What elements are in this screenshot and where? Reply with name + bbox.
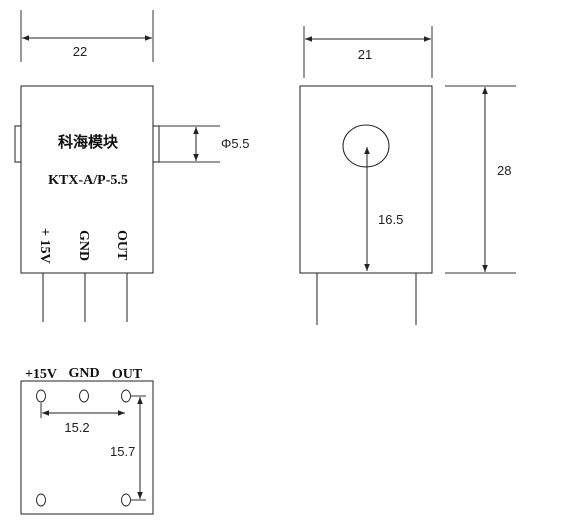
hole-center-label: 16.5	[378, 212, 403, 227]
front-width-label: 22	[73, 44, 87, 59]
side-width-label: 21	[358, 47, 372, 62]
side-view: 21 16.5 28	[299, 26, 516, 325]
side-hole-circle	[342, 124, 390, 168]
front-pin-label-15v: + 15V	[37, 228, 52, 264]
bottom-body-outline	[20, 380, 154, 515]
pin-spacing-label: 15.2	[64, 420, 89, 435]
bottom-pin-hole-15v	[36, 389, 46, 403]
bottom-view: +15V GND OUT 15.2 15.7	[20, 366, 154, 515]
bottom-pin-label-15v: +15V	[25, 367, 57, 382]
front-left-bracket	[14, 125, 22, 163]
front-pin-label-out: OUT	[114, 230, 129, 261]
model-label: KTX-A/P-5.5	[48, 173, 128, 188]
front-pin-label-gnd: GND	[76, 230, 91, 261]
side-height-label: 28	[497, 163, 511, 178]
bottom-pin-hole-gnd	[79, 389, 89, 403]
bottom-pin-hole-lower-left	[36, 493, 46, 507]
side-body-outline	[299, 85, 433, 274]
front-view: 22 Φ5.5 科海模块 KTX-A/P-5.5 + 15V GND OUT	[14, 10, 249, 322]
hole-diameter-label: Φ5.5	[221, 136, 249, 151]
row-spacing-label: 15.7	[110, 444, 135, 459]
front-right-bracket	[152, 125, 160, 163]
bottom-pin-hole-out	[121, 389, 131, 403]
bottom-pin-label-out: OUT	[112, 367, 143, 382]
bottom-pin-label-gnd: GND	[68, 366, 99, 381]
brand-label: 科海模块	[58, 133, 119, 151]
front-body-outline	[20, 85, 154, 274]
bottom-pin-hole-lower-right	[121, 493, 131, 507]
